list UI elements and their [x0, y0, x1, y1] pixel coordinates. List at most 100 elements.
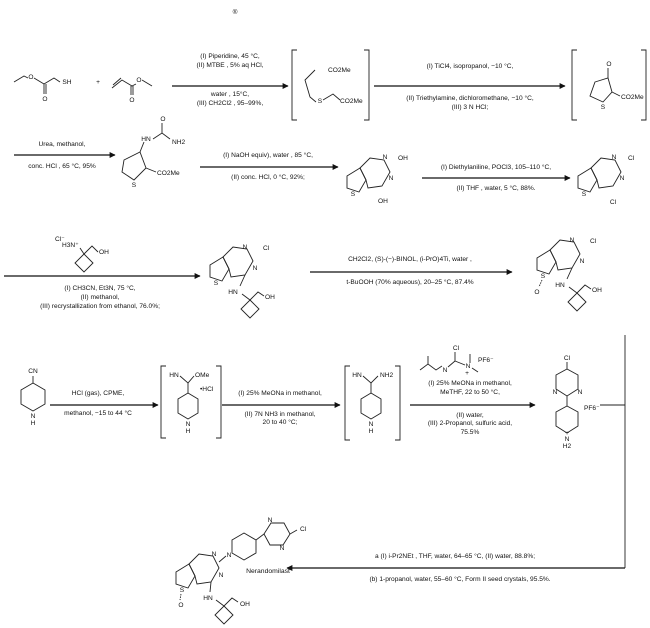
atom-label: N	[578, 389, 583, 396]
bond	[454, 360, 466, 366]
bond	[359, 157, 391, 189]
atom-label: NH2	[380, 372, 394, 379]
atom-label: N	[553, 389, 558, 396]
bond	[13, 75, 29, 83]
atom-label: O	[534, 289, 539, 296]
bond	[152, 132, 171, 140]
atom-label: N	[389, 175, 394, 182]
atom-label: SH	[62, 79, 71, 86]
atom-label: H	[369, 428, 374, 435]
bond	[566, 267, 573, 280]
atom-label: N	[253, 265, 258, 272]
atom-label: N	[280, 545, 285, 552]
atom-label: N	[186, 421, 191, 428]
product-name: Nerandomilast	[246, 568, 290, 575]
atom-label: OH	[398, 155, 408, 162]
condition: (I) 25% MeONa in methanol,	[428, 380, 512, 387]
atom-label: Cl	[300, 526, 307, 533]
bond	[304, 69, 317, 103]
condition: methanol, −15 to 44 °C	[64, 409, 132, 417]
bond	[549, 239, 581, 271]
atom-label: HN	[203, 595, 213, 602]
bond	[214, 605, 234, 625]
chloro-amino-pyrimidine-intermediate: NN SCl HN OH	[209, 244, 275, 319]
condition: (II) conc. HCl, 0 °C, 92%;	[231, 173, 305, 181]
methyl-thioglycolate: O SH O	[13, 74, 72, 103]
condition: (II) Triethylamine, dichloromethane, −10…	[406, 94, 534, 102]
atom-label: CO2Me	[340, 98, 363, 105]
atom-label: N	[219, 572, 224, 579]
atom-label: S	[582, 191, 587, 198]
atom-label: N	[570, 237, 575, 244]
atom-label: N	[443, 367, 448, 374]
bond	[20, 382, 46, 412]
atom-label: Cl	[453, 345, 460, 352]
condition: HCl (gas), CPME,	[72, 390, 125, 397]
condition: 75.5%	[461, 429, 480, 436]
bond	[240, 299, 260, 319]
atom-label: O	[178, 602, 183, 609]
atom-label: N	[383, 154, 388, 161]
atom-label: N	[243, 244, 248, 251]
bond	[346, 167, 367, 193]
bond	[360, 392, 382, 420]
atom-label: N	[612, 154, 617, 161]
bond	[577, 167, 598, 193]
bond	[141, 79, 153, 87]
bond	[112, 77, 122, 86]
condition: (I) Diethylaniline, POCl3, 105–110 °C,	[441, 163, 551, 171]
atom-label: N	[31, 413, 36, 420]
condition: (I) CH3CN, Et3N, 75 °C,	[64, 284, 135, 292]
bond	[241, 291, 265, 301]
methyl-acrylate: O O	[111, 77, 153, 104]
atom-label: Cl	[590, 238, 597, 245]
bond	[536, 249, 557, 275]
atom-label: +	[565, 430, 569, 437]
bond	[322, 93, 341, 101]
bond	[291, 49, 370, 121]
condition: (I) 25% MeONa in methanol,	[238, 390, 322, 397]
bond	[263, 522, 291, 546]
bond	[222, 246, 254, 278]
atom-label: N	[565, 436, 570, 443]
atom-label: N	[369, 421, 374, 428]
condition: (II) methanol,	[81, 294, 120, 301]
atom-label: N	[212, 551, 217, 558]
bond	[471, 367, 479, 373]
bond	[188, 553, 220, 585]
atom-label: CN	[28, 368, 38, 375]
condition: water , 15°C,	[210, 90, 249, 98]
condition: (III) 2-Propanol, sulfuric acid,	[428, 420, 512, 427]
atom-label: O	[160, 116, 165, 123]
bond	[177, 392, 199, 420]
bond	[209, 581, 212, 593]
condition: 20 to 40 °C;	[263, 418, 298, 426]
condition: (I) TiCl4, isopropanol, −10 °C,	[427, 62, 514, 70]
keto-ester-intermediate: O S CO2Me	[571, 49, 647, 121]
bond	[209, 256, 230, 282]
atom-label: CO2Me	[621, 94, 644, 101]
atom-label: O	[129, 97, 134, 104]
amino-cyclobutanemethanol-reagent: Cl⁻H3N⁺ OH	[55, 236, 109, 273]
plus-sign: +	[96, 79, 100, 86]
atom-label: S	[214, 280, 219, 287]
condition: (I) NaOH equiv), water , 85 °C,	[223, 151, 313, 159]
atom-label: Cl⁻	[55, 236, 65, 243]
bond	[179, 375, 195, 384]
atom-label: •HCl	[200, 386, 214, 393]
bond	[362, 375, 379, 384]
bond	[419, 363, 443, 371]
registered-symbol: ®	[233, 8, 238, 16]
condition: (I) Piperidine, 45 °C,	[200, 52, 260, 60]
atom-label: +	[465, 370, 469, 377]
bond	[590, 157, 622, 189]
nerandomilast-structure: NN S O HN OH N NN Cl	[175, 517, 307, 625]
atom-label: Cl	[610, 199, 617, 206]
bond	[33, 77, 61, 85]
atom-label: OH	[378, 198, 388, 205]
atom-label: OH	[592, 287, 602, 294]
